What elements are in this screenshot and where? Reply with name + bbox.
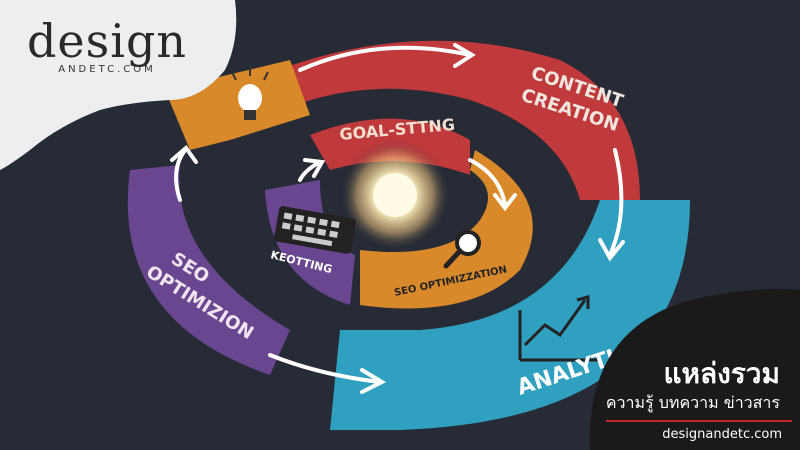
banner-url: designandetc.com — [662, 427, 782, 442]
logo-backdrop — [0, 0, 237, 170]
lightbulb-icon — [231, 66, 269, 120]
banner-title: แหล่งรวม — [663, 357, 780, 390]
banner-subtitle: ความรู้ บทความ ข่าวสาร — [605, 393, 780, 412]
cycle-arrows — [170, 43, 625, 394]
ring-outer-analytics — [330, 200, 690, 430]
keyboard-icon — [274, 206, 356, 254]
logo-wordmark: design — [26, 14, 188, 68]
ring-inner-seo — [360, 150, 533, 309]
ring-outer-content — [230, 40, 640, 201]
brand-logo: design ANDETC.COM — [22, 14, 192, 75]
logo-subtitle: ANDETC.COM — [58, 64, 156, 75]
line-chart-icon — [518, 295, 600, 362]
banner-backdrop — [589, 288, 800, 450]
ring-outer-seo — [127, 165, 290, 375]
magnifier-icon — [443, 230, 481, 269]
banner-divider — [606, 420, 792, 422]
promo-banner: แหล่งรวม ความรู้ บทความ ข่าวสาร designan… — [560, 340, 800, 450]
